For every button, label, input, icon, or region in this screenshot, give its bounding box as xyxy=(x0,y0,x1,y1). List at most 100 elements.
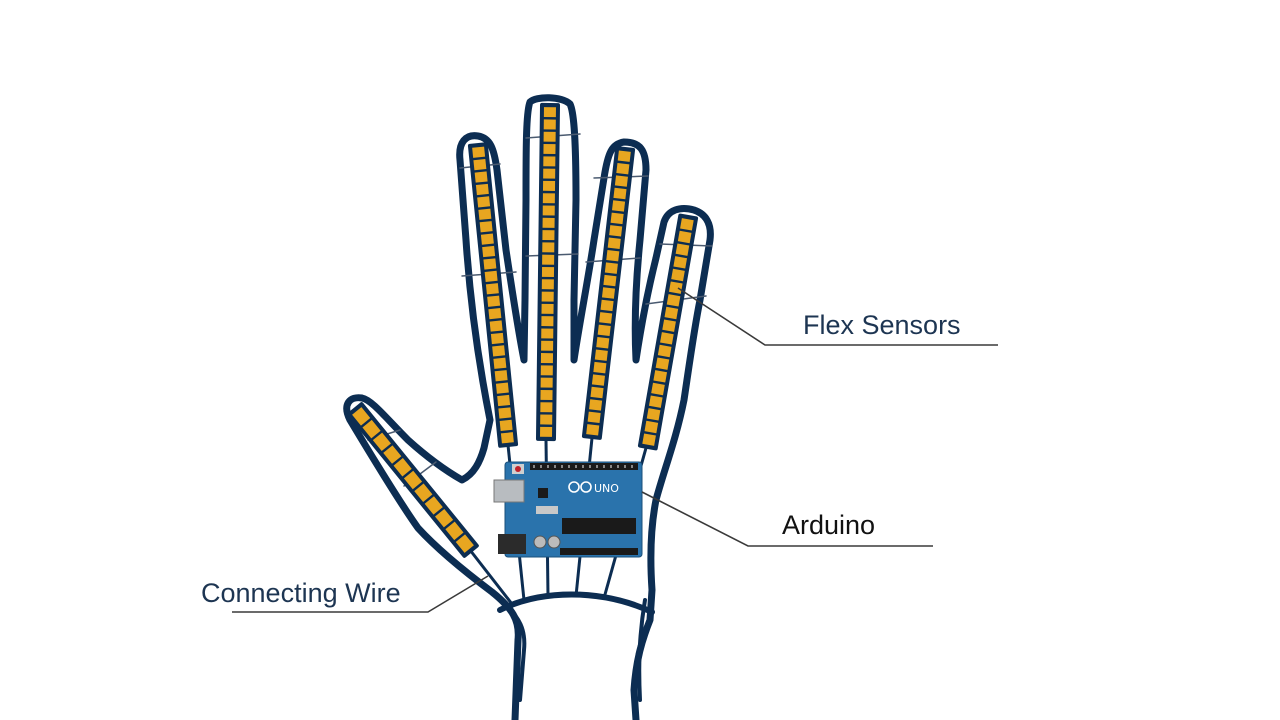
sensor-cell xyxy=(642,433,656,446)
flex-sensor-pinky flex-sensor-icon xyxy=(467,142,519,448)
connecting-wire-leader xyxy=(232,575,489,613)
sensor-cell xyxy=(494,370,508,382)
sensor-cell xyxy=(542,217,555,228)
sensor-cell xyxy=(543,131,556,142)
sensor-cell xyxy=(485,283,499,295)
sensor-cell xyxy=(606,249,620,262)
sensor-cell xyxy=(603,274,617,287)
leader-lines xyxy=(232,287,998,613)
sensor-cell xyxy=(543,156,556,167)
sensor-cell xyxy=(541,291,554,302)
sensor-cell xyxy=(499,419,513,431)
arduino-board-icon: UNO xyxy=(493,461,643,558)
sensor-cell xyxy=(473,159,487,171)
sensor-cell xyxy=(613,187,627,200)
sensor-cell xyxy=(599,312,613,324)
sensor-cell xyxy=(651,382,665,396)
sensor-cell xyxy=(601,287,616,299)
sensor-cell xyxy=(383,445,402,464)
sensor-cell xyxy=(540,365,553,376)
sensor-cell xyxy=(540,389,553,400)
sensor-cell xyxy=(610,212,624,225)
sensor-cell xyxy=(542,242,555,253)
sensor-cell xyxy=(648,395,663,408)
sensor-cell xyxy=(541,279,554,290)
sensor-cell xyxy=(586,424,600,436)
sensor-cell xyxy=(673,256,688,269)
sensor-cell xyxy=(541,266,555,278)
sensor-cell xyxy=(617,150,631,162)
sensor-cell xyxy=(540,353,554,364)
flex-sensors-group xyxy=(347,102,699,558)
sensor-cell xyxy=(593,361,607,374)
sensor-cell xyxy=(497,394,511,407)
arduino-leader xyxy=(641,491,933,547)
sensor-border xyxy=(637,213,699,451)
sensor-cell xyxy=(591,374,605,386)
sensor-cell xyxy=(472,146,486,158)
flex-sensor-ring flex-sensor-icon xyxy=(535,102,561,442)
sensor-cell xyxy=(482,245,496,258)
sensor-cell xyxy=(542,230,555,241)
sensor-cell xyxy=(498,407,512,419)
sensor-cell xyxy=(484,270,498,282)
sensor-cell xyxy=(542,205,555,216)
sensor-cell xyxy=(490,332,504,345)
flex-sensor-middle flex-sensor-icon xyxy=(581,146,636,440)
sensor-cell xyxy=(600,299,614,312)
sensor-cell xyxy=(541,328,554,339)
sensor-cell xyxy=(540,377,553,388)
sensor-cell xyxy=(660,332,674,345)
sensor-cell xyxy=(677,230,692,244)
sensor-cell xyxy=(590,386,604,399)
sensor-cell xyxy=(403,470,423,490)
sensor-cell xyxy=(489,320,503,332)
sensor-cell xyxy=(475,183,489,196)
sensor-cell xyxy=(589,399,603,411)
sensor-cell xyxy=(495,382,509,394)
sensor-cell xyxy=(493,357,507,369)
sensor-cell xyxy=(474,171,488,183)
sensor-cell xyxy=(668,281,683,294)
sensor-cell xyxy=(543,168,556,179)
sensor-cell xyxy=(644,420,659,434)
connecting-wire-label: Connecting Wire xyxy=(201,578,401,608)
sensor-cell xyxy=(542,193,555,204)
sensor-cell xyxy=(587,411,601,424)
sensor-cell xyxy=(680,218,694,231)
sensor-cell xyxy=(597,324,611,337)
sensor-cell xyxy=(604,262,618,274)
sensor-cell xyxy=(616,162,630,175)
board-logo-text: UNO xyxy=(594,482,619,495)
sensor-cell xyxy=(662,319,676,332)
sensor-cell xyxy=(609,225,623,237)
sensor-cell xyxy=(500,432,514,444)
sensor-cell xyxy=(664,306,679,320)
sensor-cell xyxy=(653,370,668,383)
sensor-cell xyxy=(424,496,443,515)
sensor-cell xyxy=(541,303,554,314)
sensor-cell xyxy=(540,414,553,425)
sensor-cell xyxy=(362,419,381,439)
sensor-cell xyxy=(646,408,661,421)
sensor-cell xyxy=(540,426,553,437)
flex-sensor-index flex-sensor-icon xyxy=(637,213,699,451)
sensor-cell xyxy=(477,196,491,208)
flex-sensors-label: Flex Sensors xyxy=(803,310,961,340)
flex-sensor-thumb flex-sensor-icon xyxy=(347,402,479,558)
sensor-cell xyxy=(614,175,628,187)
sensor-cell xyxy=(543,107,556,118)
sensor-cell xyxy=(596,337,610,349)
arduino-label: Arduino xyxy=(782,510,875,540)
sensor-cell xyxy=(540,402,553,413)
sensor-cell xyxy=(488,308,502,320)
sensor-cell xyxy=(492,345,506,357)
sensor-cell xyxy=(543,144,556,155)
sensor-cell xyxy=(607,237,621,249)
sensor-cell xyxy=(541,316,554,327)
sensor-cell xyxy=(393,458,412,477)
sensor-cell xyxy=(541,340,554,351)
sensor-cell xyxy=(487,295,501,307)
